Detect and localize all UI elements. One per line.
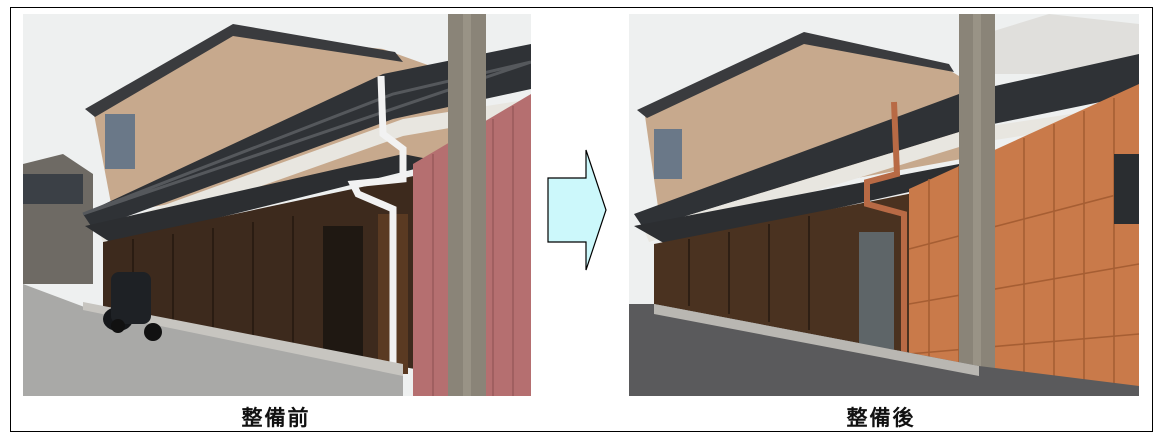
after-house-illustration — [629, 14, 1139, 396]
comparison-panel: 整備前 整備後 — [10, 7, 1153, 432]
before-caption: 整備前 — [241, 406, 311, 430]
after-photo — [629, 14, 1139, 396]
before-photo — [23, 14, 531, 396]
before-house-illustration — [23, 14, 531, 396]
right-arrow-icon — [546, 148, 608, 272]
after-caption: 整備後 — [846, 406, 916, 430]
